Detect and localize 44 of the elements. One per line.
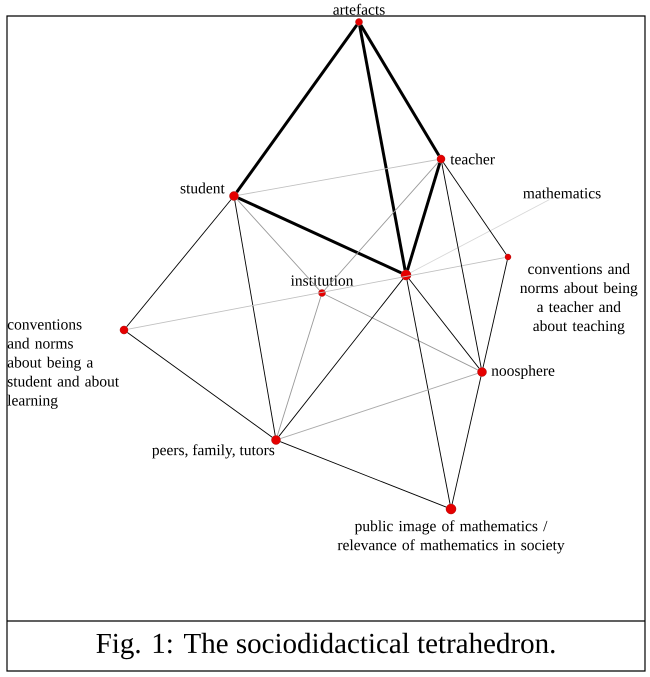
node-label: noosphere <box>492 364 554 380</box>
labeled-point: institution <box>290 275 354 297</box>
line <box>236 199 320 291</box>
line <box>276 296 322 436</box>
node-label: conventions and norms about being a teacher and about teaching <box>520 263 638 334</box>
labeled-point: conventions and norms about being a student and about learning <box>8 319 128 409</box>
line <box>236 24 358 194</box>
line <box>238 196 402 274</box>
line <box>360 24 440 156</box>
line <box>406 162 442 270</box>
line <box>238 159 438 196</box>
line <box>358 25 407 270</box>
caption: Fig. 1: The sociodidactical tetrahedron. <box>96 632 554 660</box>
line <box>126 332 273 438</box>
node-label: institution <box>290 275 354 286</box>
line <box>406 280 450 504</box>
labeled-point: student <box>180 182 239 201</box>
point <box>400 270 412 280</box>
labeled-point: noosphere <box>477 364 554 380</box>
node-label: peers, family, tutors <box>152 444 274 458</box>
labeled-point: conventions and norms about being a teacher and about teaching <box>504 254 638 334</box>
line <box>482 260 508 368</box>
labeled-point: teacher <box>436 154 495 164</box>
line <box>324 294 478 370</box>
line <box>128 257 506 330</box>
line <box>442 162 507 255</box>
line <box>280 373 478 439</box>
line <box>280 441 447 508</box>
line <box>126 199 232 328</box>
node-label: teacher <box>450 154 495 164</box>
line <box>408 278 480 369</box>
line <box>324 162 439 291</box>
point-label: mathematics <box>523 188 601 198</box>
labeled-point: public image of mathematics / relevance of mathematics in society <box>338 504 565 554</box>
line <box>441 162 482 368</box>
node-label: artefacts <box>333 4 385 15</box>
labeled-point: peers, family, tutors <box>152 435 281 458</box>
node-label: student <box>180 182 225 194</box>
labeled-point: artefacts <box>333 4 385 26</box>
leader-line <box>410 199 550 274</box>
line <box>234 200 276 436</box>
node-label: public image of mathematics / relevance of mathematics in society <box>338 520 565 554</box>
line <box>278 278 404 437</box>
line <box>452 376 482 504</box>
